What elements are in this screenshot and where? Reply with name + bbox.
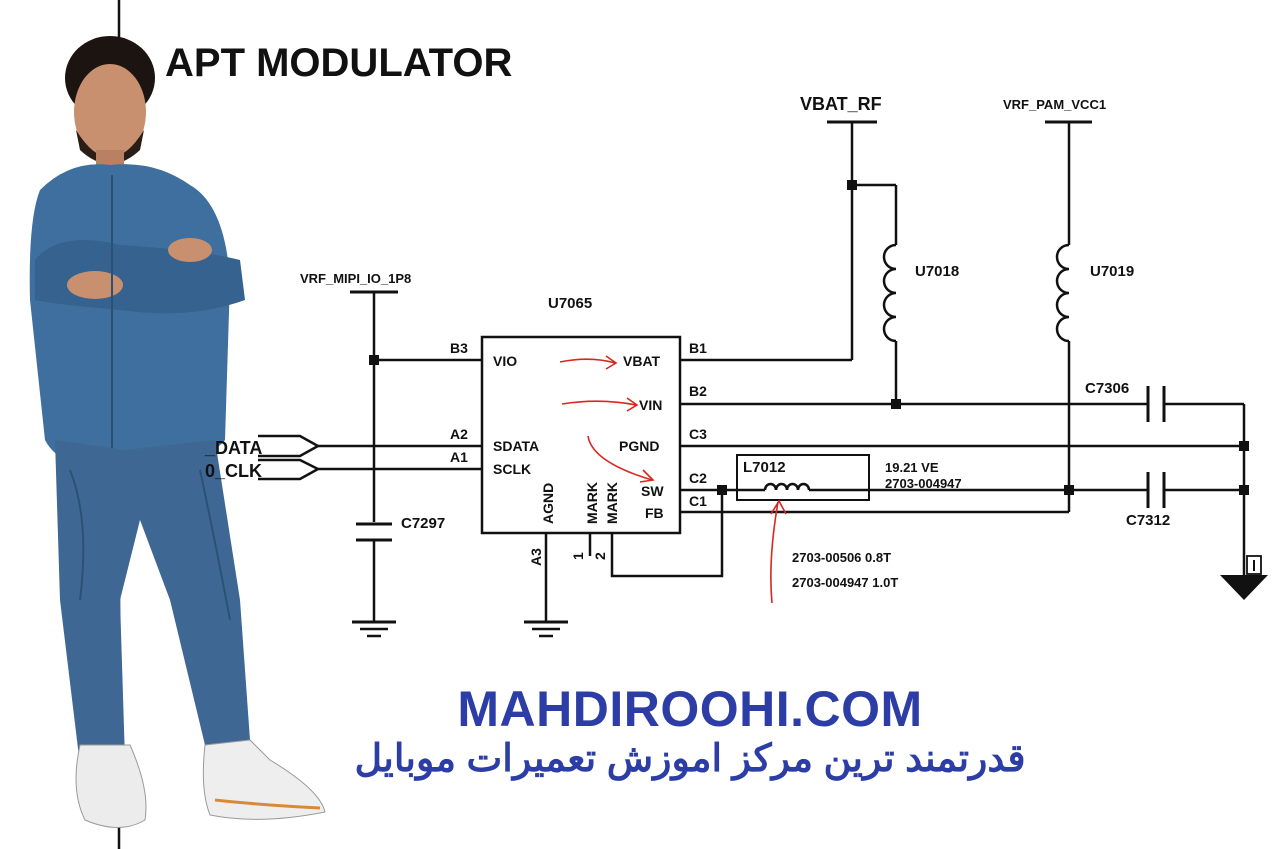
presenter-photo	[29, 36, 326, 828]
net-vrf-mipi-label: VRF_MIPI_IO_1P8	[300, 271, 411, 286]
part-option-2: 2703-004947 1.0T	[792, 575, 898, 590]
ball-b3: B3	[450, 340, 468, 356]
ic-u7065-body	[480, 335, 682, 535]
pin-name-sdata: SDATA	[493, 438, 539, 454]
ball-a2: A2	[450, 426, 468, 442]
brand-tagline: قدرتمند ترین مرکز اموزش تعمیرات موبایل	[354, 738, 1026, 780]
junction-gnd-1	[1239, 441, 1249, 451]
junction-vio	[369, 355, 379, 365]
u7018-coil	[882, 243, 897, 343]
ground-symbol-agnd	[524, 620, 568, 638]
junction-pam	[1064, 485, 1074, 495]
pin-name-mark-1: MARK	[584, 482, 600, 524]
pin-name-fb: FB	[645, 505, 664, 521]
pin-name-vio: VIO	[493, 353, 517, 369]
junction-vin	[891, 399, 901, 409]
ground-symbol-right	[1220, 555, 1268, 600]
ball-c3: C3	[689, 426, 707, 442]
ball-a1: A1	[450, 449, 468, 465]
c7297-label: C7297	[401, 515, 445, 532]
net-vbat-rf-label: VBAT_RF	[800, 94, 882, 114]
junction-gnd-2	[1239, 485, 1249, 495]
pin-name-sw: SW	[641, 483, 664, 499]
pin-name-pgnd: PGND	[619, 438, 659, 454]
net-data-label: _DATA	[204, 438, 262, 458]
pin-name-vbat: VBAT	[623, 353, 661, 369]
l7012-label: L7012	[743, 459, 786, 476]
ic-ref-label: U7065	[548, 295, 592, 312]
net-vrf-pam-label: VRF_PAM_VCC1	[1003, 97, 1106, 112]
ball-c1: C1	[689, 493, 707, 509]
pin-name-sclk: SCLK	[493, 461, 531, 477]
clk-connector	[258, 458, 321, 481]
ball-a3: A3	[528, 548, 544, 566]
ball-c2: C2	[689, 470, 707, 486]
mark-loop-wire	[610, 490, 724, 578]
annotation-arrows	[559, 355, 787, 604]
net-clk-label: 0_CLK	[205, 461, 262, 481]
part-option-1: 2703-00506 0.8T	[792, 550, 891, 565]
ball-1: 1	[570, 552, 586, 560]
brand-url: MAHDIROOHI.COM	[457, 681, 923, 737]
ball-b2: B2	[689, 383, 707, 399]
ground-symbol-c7297	[352, 620, 396, 638]
pin-name-vin: VIN	[639, 397, 662, 413]
diagram-title: APT MODULATOR	[165, 41, 512, 85]
u7019-coil	[1055, 243, 1070, 343]
c7306-label: C7306	[1085, 380, 1129, 397]
l7012-note-1: 19.21 VE	[885, 460, 939, 475]
l7012-note-2: 2703-004947	[885, 476, 962, 491]
l7012-outline	[736, 454, 870, 501]
junction-vbat	[847, 180, 857, 190]
l7012-coil	[763, 482, 811, 491]
ball-b1: B1	[689, 340, 707, 356]
u7019-label: U7019	[1090, 263, 1134, 280]
pin-name-mark-2: MARK	[604, 482, 620, 524]
pin-name-agnd: AGND	[540, 483, 556, 524]
c7312-label: C7312	[1126, 512, 1170, 529]
u7018-label: U7018	[915, 263, 959, 280]
ball-2: 2	[592, 552, 608, 560]
data-connector	[258, 434, 321, 458]
